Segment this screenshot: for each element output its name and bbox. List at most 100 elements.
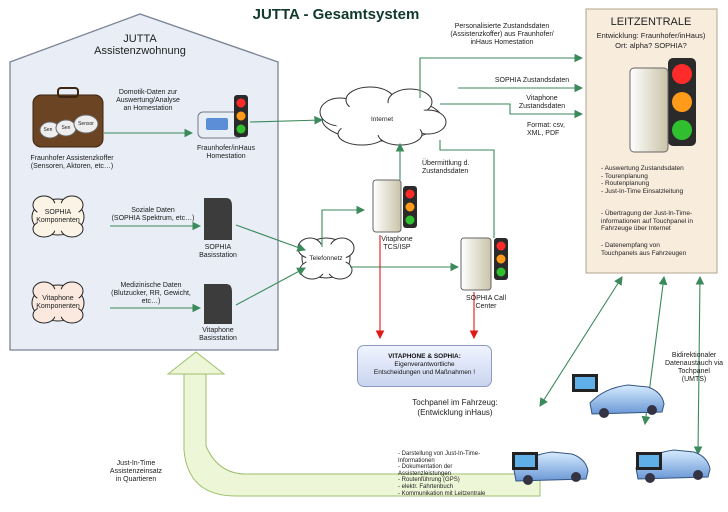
lz-item: - Auswertung Zustandsdaten (601, 165, 684, 172)
label-line: (SOPHIA Spektrum, etc…) (111, 215, 195, 222)
label-line: Bidirektionaler (671, 352, 717, 359)
traffic-light-homestation (234, 95, 248, 137)
car-3 (635, 449, 711, 483)
label-line: Vitaphone (202, 327, 234, 334)
label-line: Vitaphone (526, 95, 558, 102)
homestation-image (197, 111, 243, 139)
sophia-basisstation-image (204, 198, 232, 240)
vitaphone-basisstation-image (204, 284, 232, 324)
label-line: SOPHIA (204, 244, 232, 251)
sensor-label-2: Sen (61, 125, 71, 131)
label-callcenter: SOPHIA Call Center (456, 295, 516, 311)
label-personal: Personalisierte Zustandsdaten (Assistenz… (440, 23, 564, 47)
vehicle-item: - Kommunikation mit Leitzentrale (398, 490, 486, 497)
diagram-title: JUTTA - Gesamtsystem (252, 6, 420, 23)
lz-item: Touchpanels aus Fahrzeugen (601, 249, 687, 257)
vehicle-item: - Darstellung von Just-In-Time- (398, 451, 481, 457)
label-line: Komponenten (36, 217, 80, 224)
label-koffer: Fraunhofer Assistenzkoffer (Sensoren, Ak… (22, 155, 122, 171)
server-callcenter (460, 237, 492, 291)
vehicle-feature-list: - Darstellung von Just-In-Time- Informat… (398, 451, 485, 497)
house-title: JUTTA Assistenzwohnung (60, 33, 220, 57)
label-tochpanel: Tochpanel im Fahrzeug: (Entwicklung inHa… (380, 398, 530, 418)
label-tcs: Vitaphone TCS/ISP (367, 236, 427, 252)
label-line: Vitaphone (42, 295, 74, 302)
label-bidirektional: Bidirektionaler Datenaustauch via Tochpa… (660, 352, 728, 384)
label-medizin: Medizinische Daten (Blutzucker, RR, Gewi… (96, 282, 206, 306)
label-telefonnetz: Telefonnetz (309, 255, 343, 262)
label-line: etc…) (141, 298, 161, 305)
vehicle-item: Assistenzleistungen (398, 470, 452, 477)
label-line: XML, PDF (527, 130, 560, 137)
label-line: Soziale Daten (131, 207, 175, 214)
label-line: Just-In-Time (116, 460, 156, 467)
label-homestation: Fraunhofer/inHaus Homestation (186, 145, 266, 161)
label-line: Homestation (206, 153, 246, 160)
leitzentrale-list-2: - Übertragung der Just-In-Time- informat… (601, 210, 693, 233)
label-line: (Blutzucker, RR, Gewicht, (111, 290, 191, 297)
lz-item: - Just-In-Time Einsatzleitung (601, 187, 684, 195)
label-soziale: Soziale Daten (SOPHIA Spektrum, etc…) (98, 207, 208, 223)
leitzentrale-sub2: Ort: alpha? SOPHIA? (615, 41, 687, 50)
label-line: an Homestation (123, 105, 173, 112)
server-tcs (372, 179, 402, 233)
vehicle-item: - Dokumentation der (398, 464, 453, 471)
label-line: Tochpanel (678, 368, 710, 375)
label-vitaphone-zustandsdaten: Vitaphone Zustandsdaten (512, 95, 572, 111)
label-line: Auswertung/Analyse (116, 97, 180, 104)
label-line: Domotik-Daten zur (118, 89, 178, 96)
label-line: inHaus Homestation (470, 39, 534, 46)
label-line: SOPHIA Call (465, 295, 507, 302)
label-line: Basisstation (199, 252, 237, 259)
label-line: Tochpanel im Fahrzeug: (412, 398, 498, 407)
label-line: Personalisierte Zustandsdaten (454, 23, 550, 30)
label-line: Medizinische Daten (120, 282, 182, 289)
house-title-line2: Assistenzwohnung (94, 45, 186, 57)
label-line: Fraunhofer Assistenzkoffer (30, 155, 114, 162)
label-line: (Sensoren, Aktoren, etc…) (30, 163, 114, 170)
label-line: in Quartieren (115, 476, 157, 483)
server-leitzentrale (629, 67, 669, 153)
label-line: Komponenten (36, 303, 80, 310)
assistenzkoffer-image (32, 87, 104, 148)
label-line: Assistenzeinsatz (109, 468, 163, 475)
label-line: Datenaustauch via (665, 360, 723, 367)
lz-item: - Tourenplanung (601, 172, 648, 180)
leitzentrale-subtitle: Entwicklung: Fraunhofer/inHaus) Ort: alp… (585, 31, 717, 51)
label-sophia-zustandsdaten: SOPHIA Zustandsdaten (494, 77, 570, 84)
label-domotik: Domotik-Daten zur Auswertung/Analyse an … (100, 89, 196, 113)
vehicle-item: - Routenführung (GPS) (398, 477, 460, 484)
label-just-in-time: Just-In-Time Assistenzeinsatz in Quartie… (96, 460, 176, 484)
label-vitaphone-components: Vitaphone Komponenten (32, 295, 84, 311)
leitzentrale-list-1: - Auswertung Zustandsdaten - Tourenplanu… (601, 165, 684, 195)
label-line: SOPHIA (44, 209, 72, 216)
leitzentrale-sub1: Entwicklung: Fraunhofer/inHaus) (596, 31, 706, 40)
label-line: Format: csv, (527, 122, 565, 129)
leitzentrale-title: LEITZENTRALE (610, 16, 692, 28)
leitzentrale-list-3: - Datenempfang von Touchpanels aus Fahrz… (601, 242, 686, 257)
label-line: (UMTS) (681, 376, 707, 383)
lz-item: - Übertragung der Just-In-Time- (601, 210, 693, 217)
lz-item: - Routenplanung (601, 180, 650, 187)
label-line: Center (475, 303, 497, 310)
label-internet: Internet (370, 116, 394, 123)
label-line: Basisstation (199, 335, 237, 342)
traffic-light-leitzentrale (668, 58, 696, 146)
lz-item: - Datenempfang von (601, 242, 660, 249)
label-line: (Assistenzkoffer) aus Fraunhofer/ (450, 31, 554, 38)
box-line: Entscheidungen und Maßnahmen ! (373, 369, 476, 376)
label-sophia-basis: SOPHIA Basisstation (188, 244, 248, 260)
traffic-light-callcenter (494, 238, 508, 280)
traffic-light-tcs (403, 186, 417, 228)
label-sophia-components: SOPHIA Komponenten (32, 209, 84, 225)
label-line: TCS/ISP (383, 244, 411, 251)
vitaphone-sophia-box: VITAPHONE & SOPHIA: Eigenverantwortliche… (357, 345, 492, 387)
label-line: Zustandsdaten (422, 168, 469, 175)
car-2 (512, 451, 589, 485)
sensor-label-1: Sen (43, 127, 53, 133)
label-format: Format: csv, XML, PDF (527, 122, 577, 138)
sensor-label-3: Sensor (78, 121, 94, 127)
box-line: VITAPHONE & SOPHIA: (388, 353, 461, 360)
